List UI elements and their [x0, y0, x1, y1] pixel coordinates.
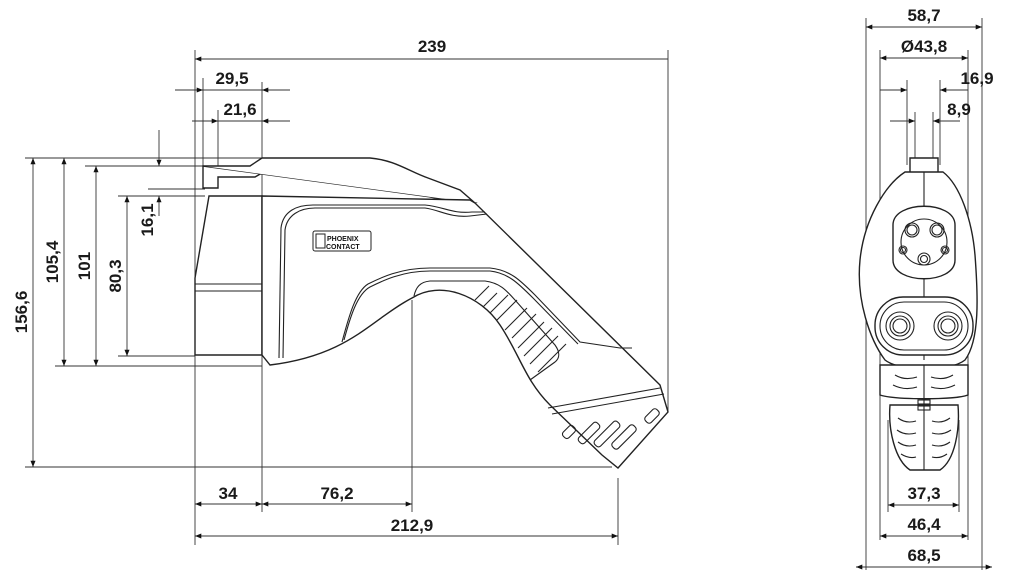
dim-34: 34	[219, 484, 238, 503]
side-view-dimension-lines	[30, 56, 668, 539]
dim-21-6: 21,6	[223, 100, 256, 119]
dim-46-4: 46,4	[907, 515, 941, 534]
svg-text:PHOENIX: PHOENIX	[327, 236, 359, 243]
dim-58-7: 58,7	[907, 6, 940, 25]
side-view-extension-lines	[25, 50, 669, 545]
nose-slots	[561, 408, 660, 450]
dim-37-3: 37,3	[907, 484, 940, 503]
dim-76-2: 76,2	[320, 484, 353, 503]
dim-105-4: 105,4	[43, 240, 62, 283]
dim-16-9: 16,9	[960, 69, 993, 88]
dim-29-5: 29,5	[215, 69, 248, 88]
dim-16-1: 16,1	[138, 203, 157, 236]
phoenix-contact-logo: PHOENIX CONTACT	[312, 230, 372, 252]
front-view-dimension-lines	[856, 24, 992, 570]
grip-ribs	[474, 285, 567, 373]
svg-text:CONTACT: CONTACT	[326, 244, 360, 251]
dim-8-9: 8,9	[947, 100, 971, 119]
dim-overall-length: 239	[418, 37, 446, 56]
connector-front-view	[858, 157, 978, 471]
dim-101: 101	[75, 252, 94, 280]
boot-ribs	[892, 374, 956, 459]
dim-212-9: 212,9	[391, 516, 434, 535]
connector-side-view	[194, 157, 669, 469]
dim-80-3: 80,3	[106, 259, 125, 292]
dim-68-5: 68,5	[907, 546, 940, 565]
dim-diameter-43-8: Ø43,8	[901, 37, 947, 56]
dim-overall-height: 156,6	[12, 291, 31, 334]
